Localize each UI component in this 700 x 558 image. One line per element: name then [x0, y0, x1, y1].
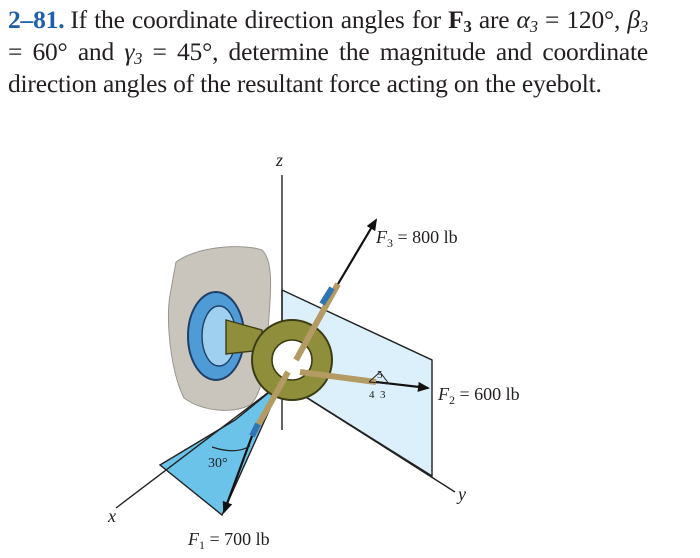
problem-number: 2–81. — [8, 5, 65, 34]
rope-f1-cap — [249, 422, 261, 438]
f1-label: F1 = 700 lb — [187, 529, 270, 552]
angle-arc — [211, 445, 251, 452]
alpha-symbol: α3 — [516, 5, 538, 37]
slope-side-label: 4 — [369, 389, 375, 401]
problem-statement: 2–81.If the coordinate direction angles … — [8, 4, 648, 100]
rope-f3-cap — [319, 286, 335, 306]
slope-triangle — [368, 371, 391, 385]
f1-arrow — [222, 435, 254, 514]
rope-f2 — [299, 369, 377, 385]
f2-arrow — [375, 380, 430, 392]
problem-text-1: If the coordinate direction angles for — [70, 5, 441, 34]
alpha-value: = 120°, — [537, 5, 628, 34]
z-axis-label: z — [275, 150, 283, 170]
rope-f3 — [293, 282, 341, 362]
angle-label: 30° — [208, 456, 228, 471]
problem-text-2: are — [478, 5, 510, 34]
f3-label: F3 = 800 lb — [375, 227, 458, 250]
f2-label: F2 = 600 lb — [437, 384, 520, 407]
beta-symbol: β3 — [627, 5, 648, 37]
gamma-symbol: γ3 — [124, 37, 143, 69]
beta-value: = 60° and — [8, 37, 125, 66]
gamma-value-and-question: = 45°, determine the magnitude and coord… — [8, 37, 648, 98]
f3-arrow — [337, 218, 378, 285]
slope-run-label: 3 — [380, 389, 386, 401]
y-axis — [281, 381, 456, 493]
x-axis-label: x — [107, 506, 116, 526]
force-symbol: F3 — [448, 5, 472, 37]
y-axis-label: y — [456, 484, 466, 504]
x-axis — [115, 381, 283, 509]
slope-rise-label: 5 — [377, 369, 383, 381]
